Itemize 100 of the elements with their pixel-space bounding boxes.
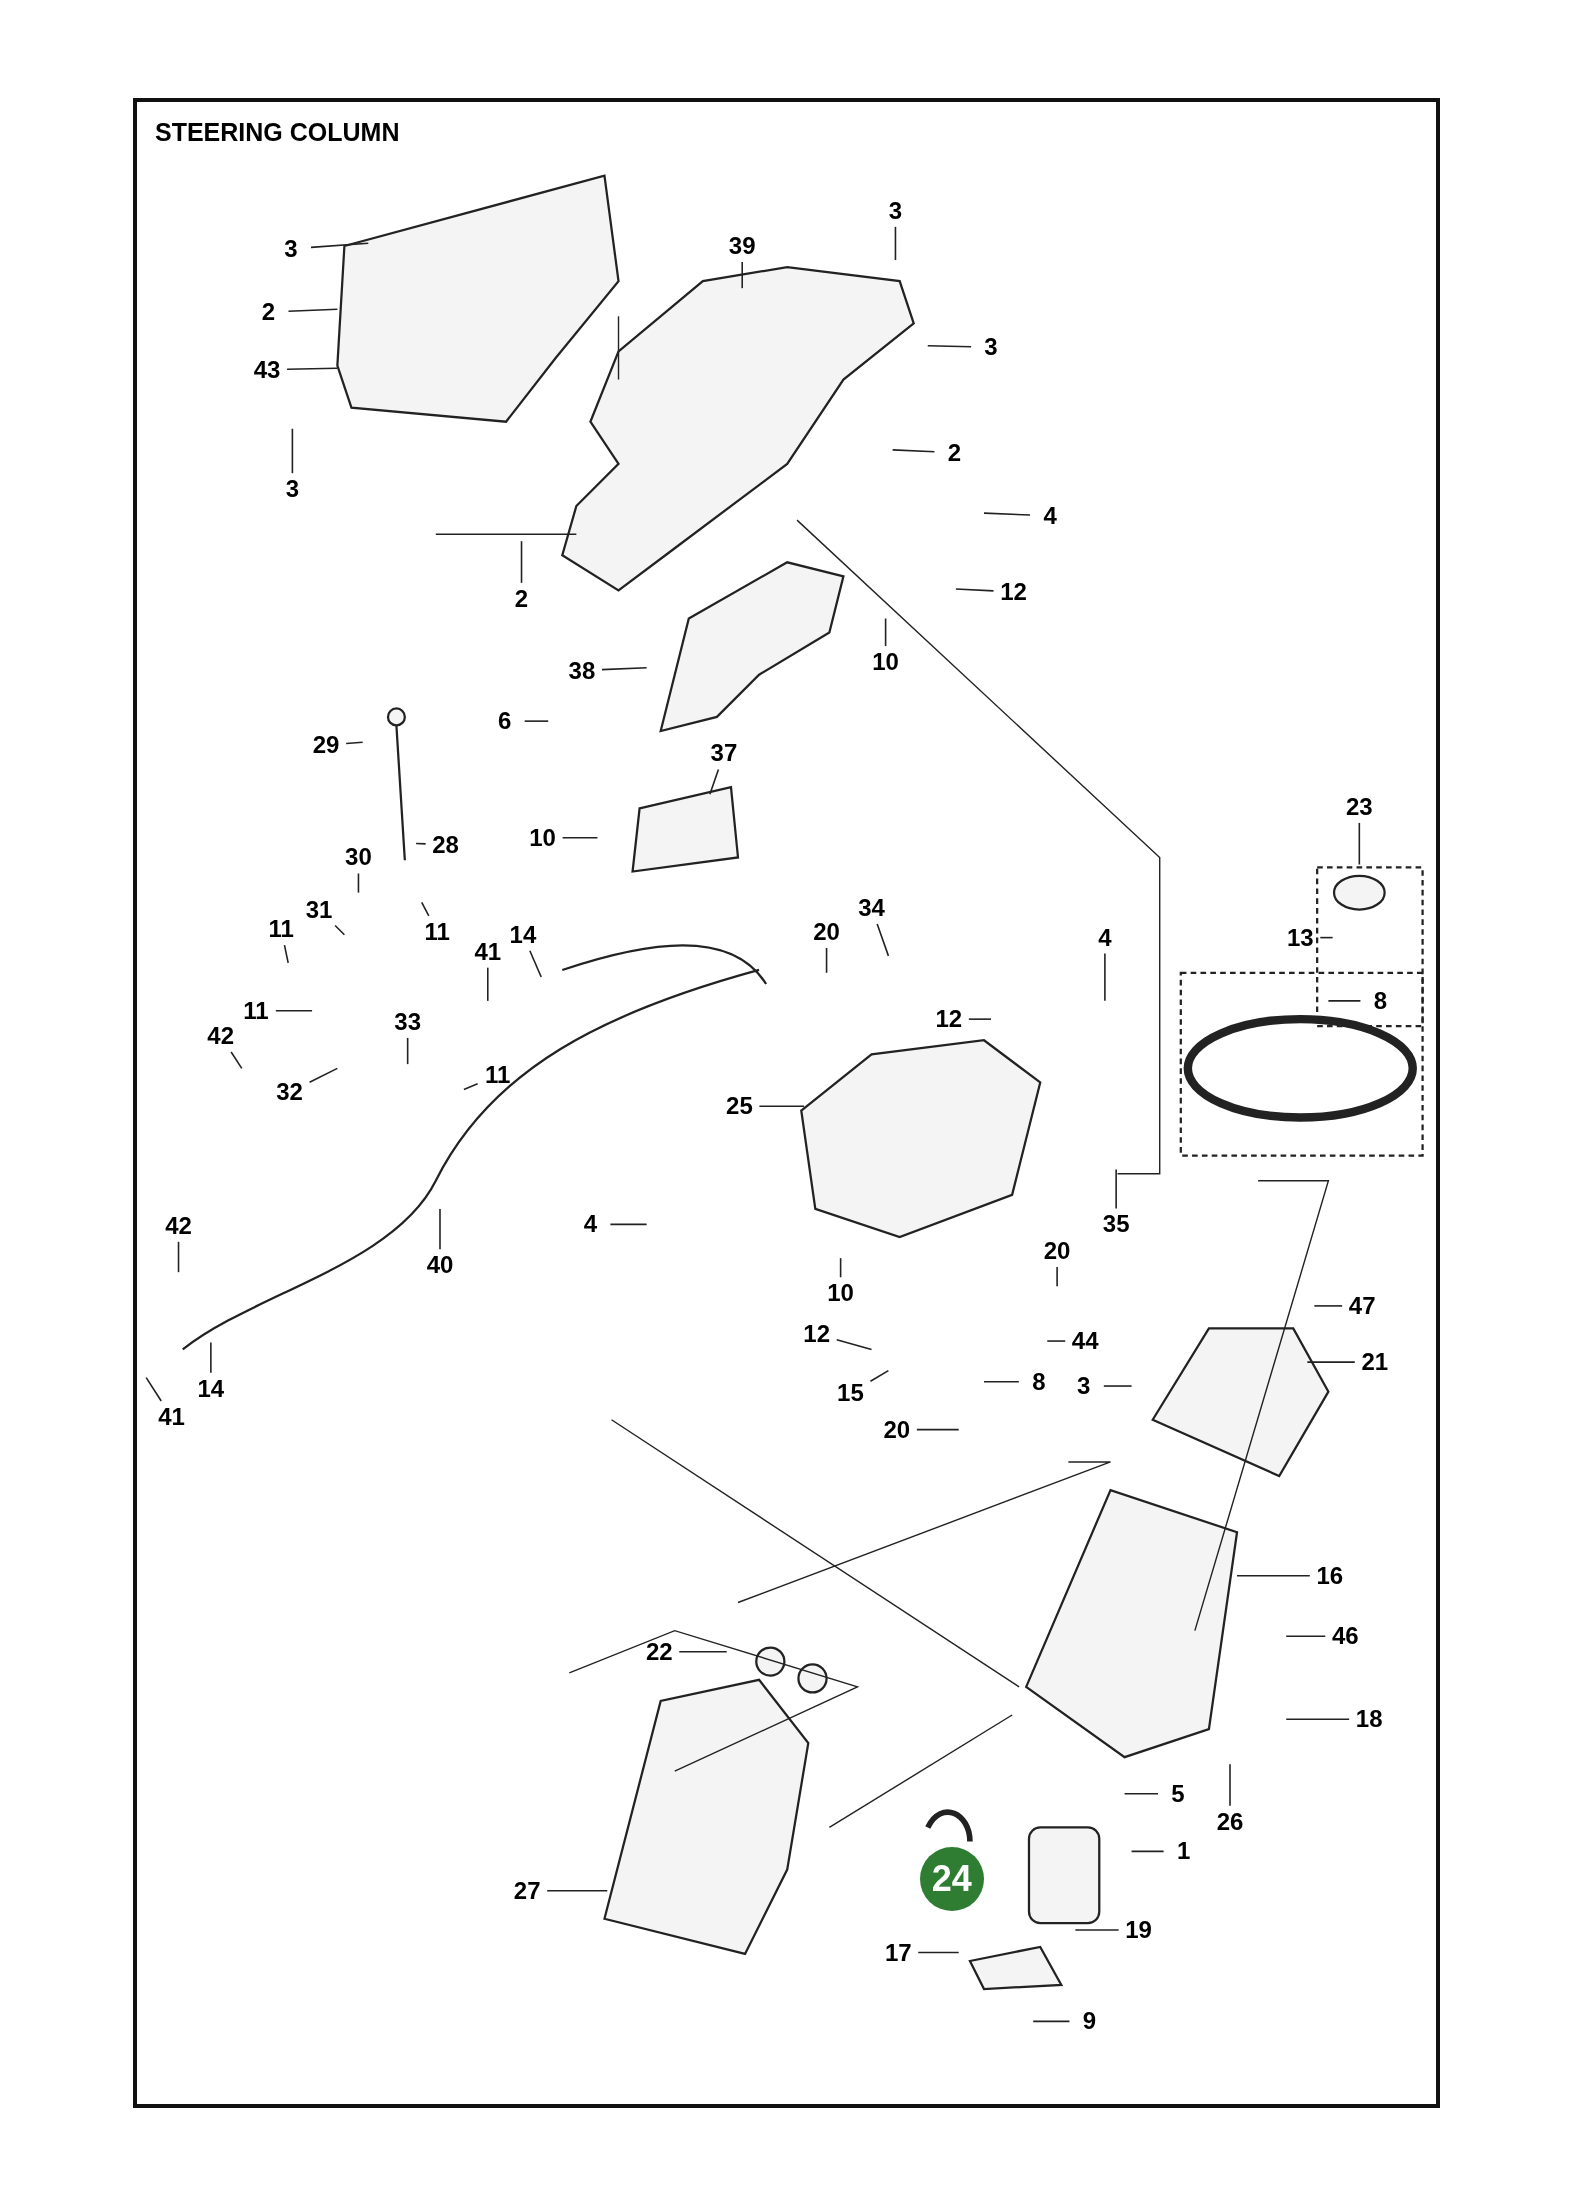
- callout-number: 12: [798, 1320, 835, 1348]
- callout-number: 5: [1160, 1779, 1196, 1808]
- leader-line: [917, 1951, 960, 1954]
- callout-number: 40: [422, 1251, 458, 1280]
- leader-line: [310, 242, 370, 249]
- leader-line: [546, 1889, 609, 1892]
- leader-line: [230, 1051, 243, 1070]
- callout-number: 43: [249, 355, 286, 384]
- leader-line: [561, 837, 599, 839]
- callout-number: 23: [1341, 792, 1378, 821]
- leader-line: [825, 947, 828, 974]
- leader-line: [1313, 1305, 1343, 1307]
- leader-line: [1115, 1168, 1117, 1210]
- leader-line: [983, 512, 1031, 516]
- callout-number: 19: [1120, 1916, 1157, 1945]
- leader-line: [869, 1369, 890, 1382]
- leader-line: [275, 1009, 313, 1012]
- callout-number: 15: [832, 1379, 869, 1408]
- callout-number: 16: [1311, 1561, 1348, 1590]
- callout-number: 41: [153, 1402, 190, 1431]
- callout-number: 2: [250, 298, 287, 327]
- leader-line: [1306, 1361, 1356, 1363]
- callout-badge: 24: [919, 1847, 984, 1912]
- callout-number: 31: [301, 895, 338, 924]
- leader-line: [523, 720, 550, 722]
- leader-line: [884, 617, 887, 647]
- callout-number: 14: [192, 1374, 229, 1403]
- callout-number: 6: [486, 707, 523, 736]
- callout-number: 18: [1351, 1705, 1388, 1734]
- callout-number: 32: [271, 1078, 308, 1107]
- callout-number: 27: [509, 1876, 546, 1905]
- callout-number: 3: [272, 234, 309, 263]
- leader-line: [406, 1037, 409, 1065]
- leader-line: [291, 427, 294, 474]
- callout-number: 3: [877, 196, 914, 225]
- leader-line: [1358, 822, 1361, 866]
- leader-line: [916, 1428, 960, 1431]
- callout-number: 20: [1039, 1237, 1076, 1266]
- callout-number: 3: [973, 333, 1010, 362]
- callout-number: 8: [1362, 986, 1399, 1015]
- leader-line: [709, 768, 720, 796]
- callout-number: 3: [1065, 1372, 1102, 1401]
- leader-line: [835, 1338, 873, 1351]
- leader-line: [1130, 1850, 1165, 1853]
- callout-number: 11: [479, 1061, 516, 1090]
- leader-line: [283, 944, 289, 964]
- callout-number: 22: [641, 1637, 678, 1666]
- diagram-title: STEERING COLUMN: [155, 118, 400, 147]
- callout-number: 9: [1071, 2007, 1108, 2036]
- leader-line: [1104, 952, 1106, 1002]
- leader-line: [145, 1376, 162, 1402]
- leader-line: [1285, 1718, 1350, 1720]
- leader-line: [601, 666, 648, 671]
- callout-number: 1: [1165, 1837, 1202, 1866]
- leader-line: [308, 1067, 339, 1084]
- callout-number: 20: [878, 1415, 915, 1444]
- leader-line: [1236, 1575, 1311, 1577]
- leader-line: [609, 1223, 648, 1226]
- leader-line: [1327, 1000, 1362, 1002]
- callout-number: 4: [1086, 923, 1123, 952]
- callout-number: 17: [880, 1938, 917, 1967]
- callout-number: 25: [721, 1092, 758, 1121]
- callout-number: 26: [1212, 1807, 1248, 1836]
- leader-line: [1123, 1792, 1159, 1795]
- leader-line: [894, 226, 897, 261]
- callout-number: 11: [237, 996, 274, 1025]
- leader-line: [839, 1257, 842, 1279]
- leader-line: [1285, 1635, 1327, 1638]
- callout-number: 10: [822, 1279, 859, 1308]
- callout-number: 46: [1327, 1622, 1364, 1651]
- leader-line: [286, 367, 339, 371]
- callout-number: 11: [419, 918, 456, 946]
- callout-number: 41: [469, 937, 506, 966]
- leader-line: [1056, 1266, 1058, 1288]
- callout-number: 35: [1098, 1210, 1135, 1239]
- leader-line: [678, 1650, 728, 1653]
- callout-number: 39: [724, 232, 761, 260]
- callout-number: 11: [263, 915, 300, 944]
- leader-line: [926, 345, 972, 348]
- callout-number: 13: [1282, 923, 1319, 952]
- callout-number: 10: [867, 648, 904, 677]
- callout-number: 3: [274, 475, 311, 504]
- leader-line: [955, 588, 995, 592]
- callout-number: 2: [936, 438, 973, 467]
- callout-number: 37: [705, 739, 742, 768]
- leader-line: [439, 1208, 441, 1250]
- leader-line: [334, 924, 346, 936]
- callout-number: 20: [808, 918, 845, 946]
- callout-number: 10: [524, 823, 561, 852]
- leader-line: [357, 872, 360, 894]
- callout-number: 12: [995, 577, 1032, 606]
- leader-line: [1229, 1763, 1231, 1807]
- callout-number: 30: [340, 843, 377, 872]
- callout-number: 33: [389, 1007, 426, 1036]
- leader-line: [968, 1018, 992, 1020]
- leader-line: [520, 540, 523, 584]
- leader-line: [891, 449, 936, 453]
- callout-number: 44: [1067, 1327, 1104, 1356]
- leader-line: [983, 1381, 1020, 1383]
- leader-line: [741, 261, 743, 289]
